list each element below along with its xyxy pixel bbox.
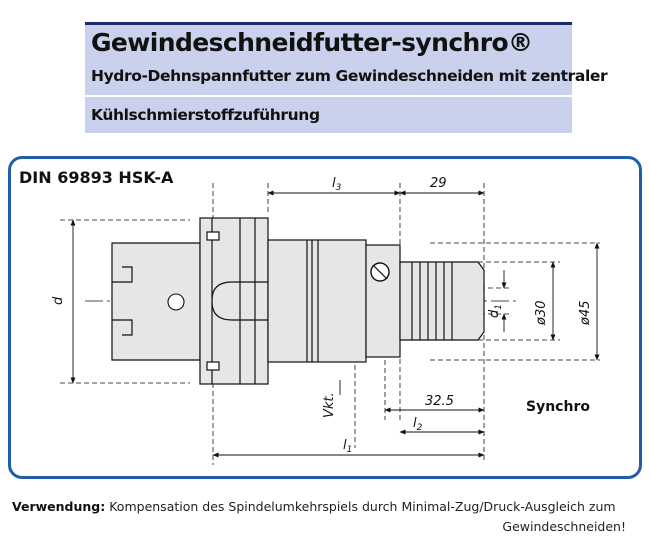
dim-d: d xyxy=(51,296,66,305)
dim-dia30: ø30 xyxy=(534,301,549,327)
coolant-bore xyxy=(167,293,185,311)
standard-label: DIN 69893 HSK-A xyxy=(19,168,174,187)
usage-line1: Verwendung: Kompensation des Spindelumke… xyxy=(12,497,640,517)
dim-32-5: 32.5 xyxy=(425,394,454,409)
header-divider xyxy=(85,95,572,97)
usage-label: Verwendung: xyxy=(12,499,106,514)
product-subtitle-line1: Hydro-Dehnspannfutter zum Gewindeschneid… xyxy=(91,67,608,85)
usage-text-line2: Gewindeschneiden! xyxy=(502,519,626,534)
dim-d1: d1 xyxy=(487,304,504,318)
dim-l3: l3 xyxy=(332,176,342,193)
dim-l1: l1 xyxy=(343,438,352,455)
header-band: Gewindeschneidfutter-synchro® Hydro-Dehn… xyxy=(85,22,608,133)
dim-dia45: ø45 xyxy=(578,301,593,327)
product-subtitle-line2: Kühlschmierstoffzuführung xyxy=(91,106,320,124)
dimension-lines xyxy=(70,190,600,458)
technical-drawing: l3 29 d d1 ø30 ø45 Vkt. 32.5 l2 l1 xyxy=(51,176,600,465)
header-rule xyxy=(85,22,572,25)
dim-29: 29 xyxy=(430,176,447,191)
tool-holder-body xyxy=(111,217,485,385)
dim-vkt: Vkt. xyxy=(322,392,337,418)
usage-note: Verwendung: Kompensation des Spindelumke… xyxy=(12,497,640,537)
product-title: Gewindeschneidfutter-synchro® xyxy=(91,28,533,57)
drawing-frame: DIN 69893 HSK-A Synchro xyxy=(8,156,642,479)
dim-l2: l2 xyxy=(413,416,423,433)
synchro-label: Synchro xyxy=(526,399,590,415)
usage-text-line1: Kompensation des Spindelumkehrspiels dur… xyxy=(109,499,616,514)
